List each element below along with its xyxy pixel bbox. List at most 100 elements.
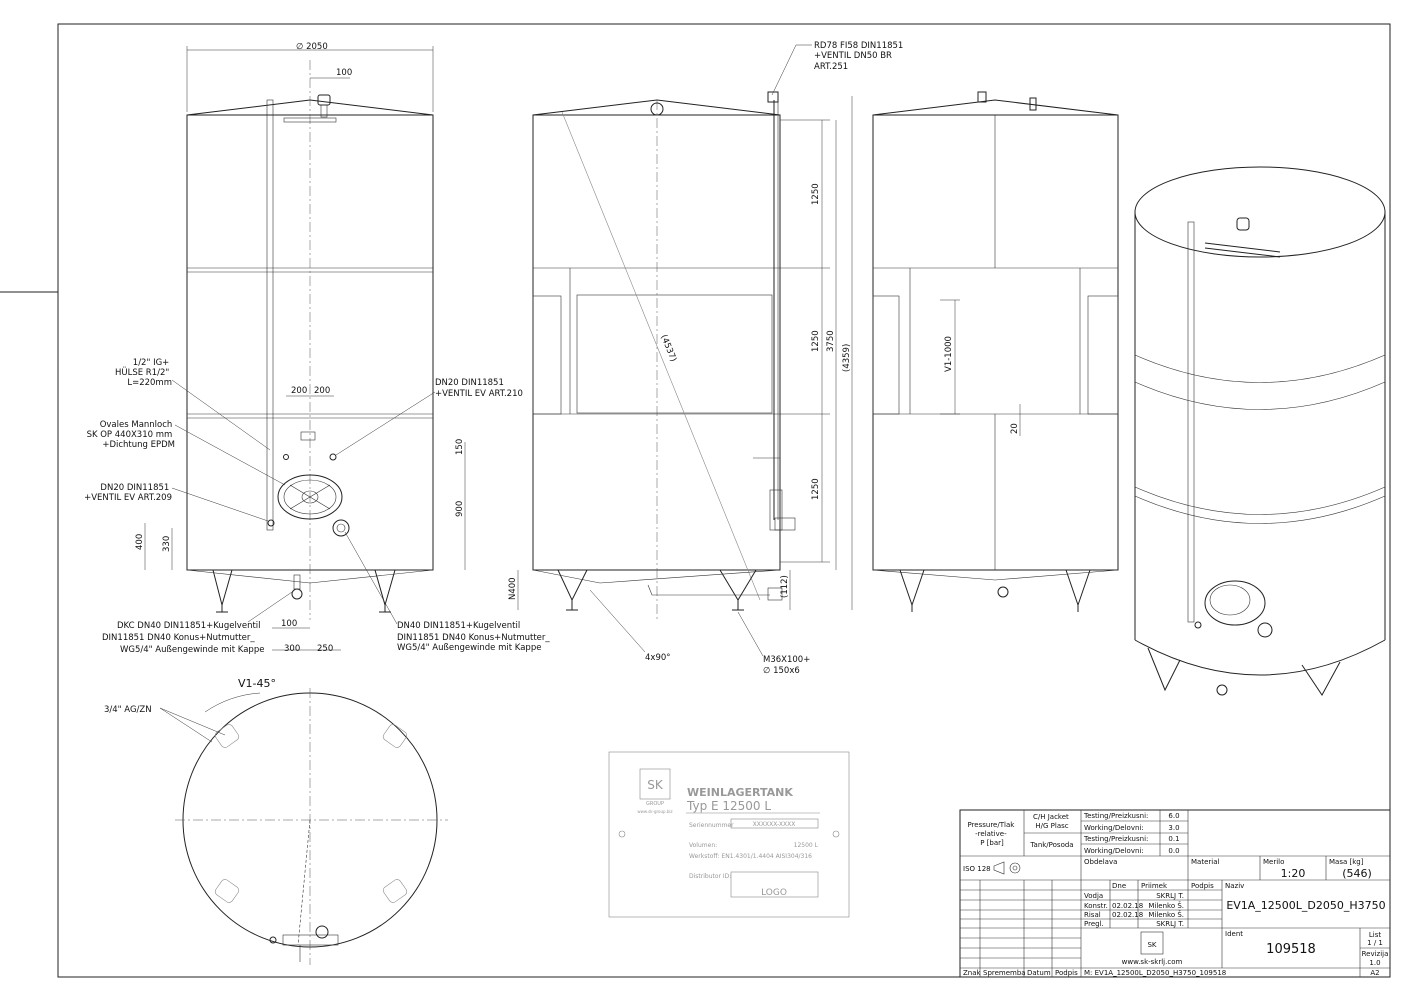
svg-text:Dne: Dne: [1112, 882, 1126, 890]
svg-text:12500 L: 12500 L: [794, 842, 819, 849]
svg-text:Pressure/Tlak -relative-: Pressure/Tlak -relative- P [bar]: [967, 821, 1016, 847]
svg-text:Seriennummer: Seriennummer: [689, 822, 734, 829]
svg-text:Tank/Posoda: Tank/Posoda: [1029, 841, 1073, 849]
svg-text:V1-45°: V1-45°: [238, 677, 276, 690]
svg-text:1/2" IG+ HÜLSE R1/2": 1/2" IG+ HÜLSE R1/2" L=220mm: [115, 358, 172, 388]
svg-text:LOGO: LOGO: [761, 888, 787, 898]
svg-text:www.sk-group.biz: www.sk-group.biz: [637, 809, 672, 814]
svg-text:V1-1000: V1-1000: [944, 336, 954, 372]
side-dimensions: 1250 1250 1250 3750 (4359) (4537) (112) …: [508, 96, 853, 663]
title-block: Pressure/Tlak -relative- P [bar] C/H Jac…: [959, 809, 1391, 978]
svg-text:GROUP: GROUP: [646, 801, 664, 807]
dim-diameter: ∅ 2050: [296, 42, 328, 52]
front-dimensions: ∅ 2050 100 200 200 150 900 400 330 100 3…: [135, 42, 466, 654]
svg-text:Naziv: Naziv: [1225, 882, 1244, 890]
svg-text:(112): (112): [780, 575, 790, 598]
svg-text:Znak: Znak: [963, 969, 982, 977]
name-plate: SK GROUP www.sk-group.biz WEINLAGERTANK …: [608, 751, 850, 918]
svg-text:4x90°: 4x90°: [645, 653, 671, 663]
rear-view: V1-1000 20: [872, 91, 1119, 612]
svg-text:SK: SK: [1147, 941, 1156, 949]
svg-text:1:20: 1:20: [1281, 867, 1306, 880]
svg-text:6.0: 6.0: [1168, 812, 1179, 820]
svg-text:SKRLJ T.: SKRLJ T.: [1156, 920, 1184, 928]
svg-text:02.02.18: 02.02.18: [1112, 902, 1143, 910]
svg-text:DN40 DIN11851+Kugelventil: DN40 DIN11851+Kugelventil DIN11851 DN40 …: [397, 621, 552, 653]
svg-text:Milenko Š.: Milenko Š.: [1148, 910, 1184, 919]
svg-text:Typ E 12500 L: Typ E 12500 L: [686, 799, 771, 813]
svg-text:Ident: Ident: [1225, 930, 1243, 938]
svg-text:Testing/Preizkusni:: Testing/Preizkusni:: [1083, 812, 1148, 820]
svg-text:M36X100+ ∅ 150x6: M36X100+ ∅ 150x6: [763, 655, 813, 676]
top-view: V1-45° 3/4" AG/ZN: [104, 677, 448, 965]
svg-text:1250: 1250: [811, 478, 821, 500]
svg-text:0.0: 0.0: [1168, 847, 1179, 855]
svg-text:Priimek: Priimek: [1141, 882, 1168, 890]
svg-text:www.sk-skrlj.com: www.sk-skrlj.com: [1122, 958, 1183, 966]
svg-text:Masa [kg]: Masa [kg]: [1329, 858, 1364, 866]
svg-text:200: 200: [314, 386, 330, 396]
svg-text:DN20 DIN11851 +VENTIL EV: DN20 DIN11851 +VENTIL EV ART.209: [84, 483, 172, 503]
manhole: [277, 474, 343, 520]
svg-text:3.0: 3.0: [1168, 824, 1179, 832]
svg-text:Distributor ID:: Distributor ID:: [689, 873, 731, 880]
svg-text:SKRLJ T.: SKRLJ T.: [1156, 892, 1184, 900]
svg-text:330: 330: [162, 536, 172, 552]
svg-text:Working/Delovni:: Working/Delovni:: [1084, 847, 1144, 855]
svg-text:Werkstoff: EN1.4301/1.4404 AIS: Werkstoff: EN1.4301/1.4404 AISI304/316: [689, 853, 812, 860]
svg-text:02.02.18: 02.02.18: [1112, 911, 1143, 919]
svg-text:M: EV1A_12500L_D2050_H3750_109: M: EV1A_12500L_D2050_H3750_109518: [1084, 969, 1226, 977]
svg-text:Sprememba: Sprememba: [983, 969, 1026, 977]
svg-text:109518: 109518: [1266, 942, 1316, 957]
svg-text:Working/Delovni:: Working/Delovni:: [1084, 824, 1144, 832]
side-annotations: RD78 FI58 DIN11851 +VENTIL DN50 BR ART.2…: [737, 41, 906, 676]
svg-text:250: 250: [317, 644, 333, 654]
svg-text:900: 900: [455, 501, 465, 517]
front-view: [186, 60, 434, 620]
svg-text:1250: 1250: [811, 183, 821, 205]
svg-text:RD78 FI58 DIN11851 +VENT: RD78 FI58 DIN11851 +VENTIL DN50 BR ART.2…: [814, 41, 906, 72]
svg-text:List: List: [1369, 931, 1381, 939]
svg-text:XXXXXX-XXXX: XXXXXX-XXXX: [753, 821, 796, 828]
svg-text:EV1A_12500L_D2050_H3750: EV1A_12500L_D2050_H3750: [1226, 899, 1385, 912]
svg-text:(4359): (4359): [842, 344, 852, 372]
svg-text:400: 400: [135, 534, 145, 550]
svg-text:Podpis: Podpis: [1191, 882, 1214, 890]
svg-text:0.1: 0.1: [1168, 835, 1179, 843]
svg-text:Volumen:: Volumen:: [689, 842, 717, 849]
svg-text:DKC DN40 DIN11851+Kugelventil: DKC DN40 DIN11851+Kugelventil DIN11851 D…: [102, 621, 264, 655]
svg-text:1250: 1250: [811, 330, 821, 352]
svg-text:(4537): (4537): [658, 333, 678, 363]
svg-text:C/H Jacket H/G Plasc: C/H Jacket H/G Plasc: [1033, 813, 1071, 830]
svg-text:DN20 DIN11851 +VENTIL EV: DN20 DIN11851 +VENTIL EV ART.210: [435, 378, 523, 399]
svg-text:200: 200: [291, 386, 307, 396]
company-logo-icon: [1140, 931, 1164, 955]
svg-text:WEINLAGERTANK: WEINLAGERTANK: [687, 786, 793, 799]
svg-text:Ovales Mannloch SK OP 44: Ovales Mannloch SK OP 440X310 mm +Dichtu…: [87, 420, 175, 450]
svg-text:3750: 3750: [826, 330, 836, 352]
svg-text:Testing/Preizkusni:: Testing/Preizkusni:: [1083, 835, 1148, 843]
svg-text:300: 300: [284, 644, 300, 654]
svg-text:Merilo: Merilo: [1263, 858, 1284, 866]
svg-text:A2: A2: [1370, 969, 1379, 977]
svg-text:Revizija: Revizija: [1362, 950, 1389, 958]
svg-text:1 / 1: 1 / 1: [1367, 939, 1383, 947]
svg-text:ISO 128: ISO 128: [963, 865, 991, 873]
svg-text:(546): (546): [1342, 867, 1372, 880]
svg-text:150: 150: [455, 439, 465, 455]
svg-text:Risal: Risal: [1084, 911, 1101, 919]
front-annotations: 1/2" IG+ HÜLSE R1/2" L=220mm DN20 DIN118…: [84, 358, 552, 655]
svg-text:N400: N400: [508, 577, 518, 600]
svg-text:1.0: 1.0: [1369, 959, 1380, 967]
svg-text:Pregl.: Pregl.: [1084, 920, 1104, 928]
svg-text:Konstr.: Konstr.: [1084, 902, 1108, 910]
svg-text:100: 100: [336, 68, 352, 78]
svg-text:3/4" AG/ZN: 3/4" AG/ZN: [104, 705, 152, 715]
drawing-frame: [57, 23, 1391, 978]
svg-text:100: 100: [281, 619, 297, 629]
svg-text:20: 20: [1010, 423, 1020, 434]
svg-text:Datum: Datum: [1027, 969, 1051, 977]
svg-text:Milenko Š.: Milenko Š.: [1148, 901, 1184, 910]
projection-symbol-icon: [993, 861, 1005, 875]
